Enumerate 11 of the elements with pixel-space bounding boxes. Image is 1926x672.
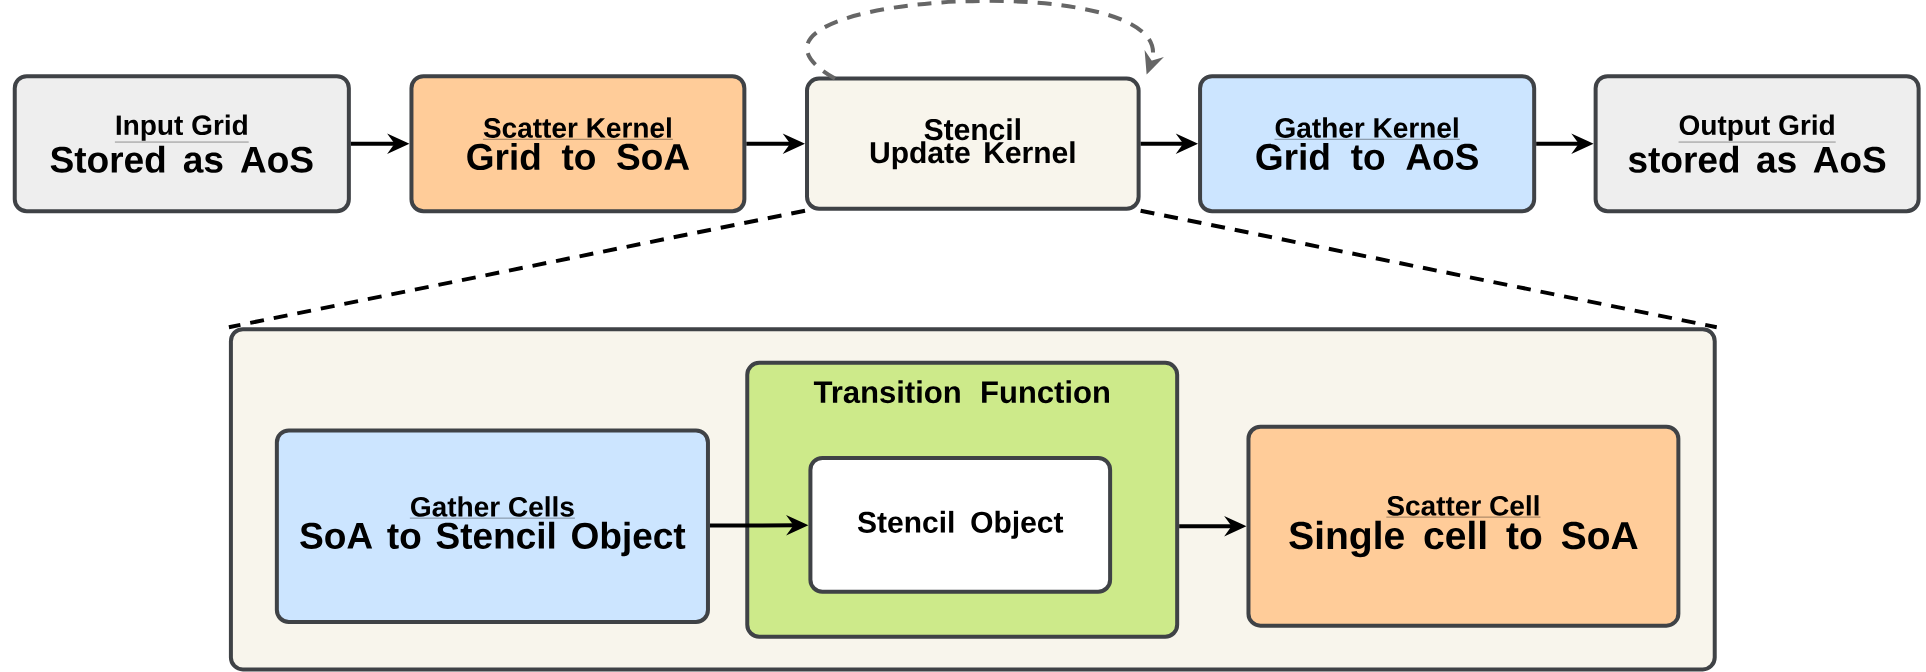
object-box: Stencil Object <box>808 455 1113 594</box>
loop-arrow <box>807 0 1164 81</box>
kernel-box: Scatter Kernel Grid to SoA <box>409 74 747 214</box>
data-box: Input Grid Stored as AoS <box>12 74 351 214</box>
kernel-box: Gather Kernel Grid to AoS <box>1198 74 1537 214</box>
step-box: Gather Cells SoA to Stencil Object <box>274 428 710 624</box>
zoom-line <box>228 208 806 330</box>
kernel-box: Stencil Update Kernel <box>805 76 1141 211</box>
zoom-line <box>1140 208 1718 330</box>
step-box: Scatter Cell Single cell to SoA <box>1246 424 1681 628</box>
data-box: Output Grid stored as AoS <box>1593 74 1921 214</box>
